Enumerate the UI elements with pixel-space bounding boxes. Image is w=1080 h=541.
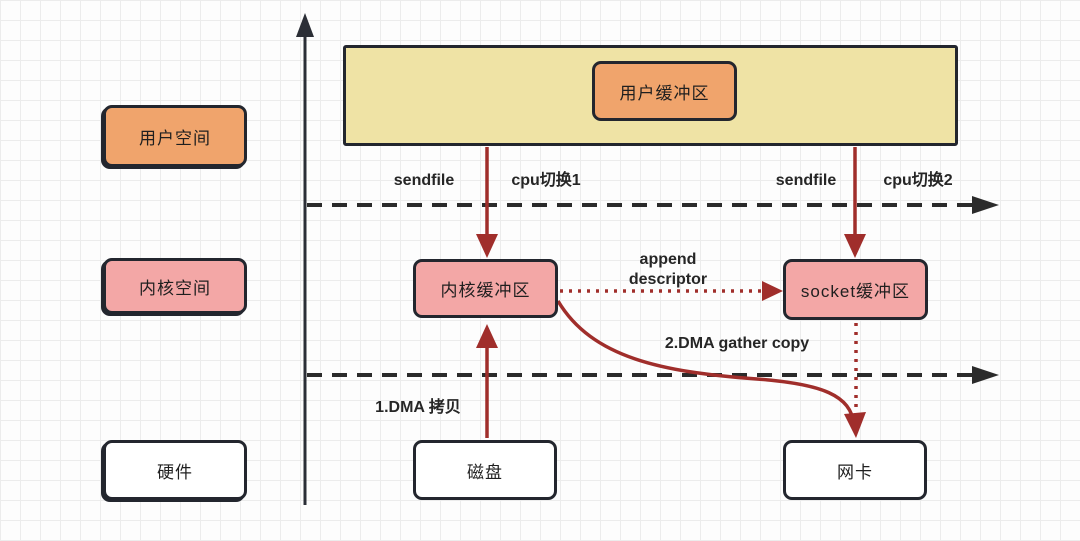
cpu-switch-1-label: cpu切换1	[511, 172, 581, 189]
dma-gather-copy-label: 2.DMA gather copy	[664, 335, 810, 352]
socket-buffer-label: socket缓冲区	[800, 282, 911, 301]
sendfile-1-label: sendfile	[393, 172, 455, 189]
sendfile-arrow-2-head-icon	[844, 234, 866, 258]
append-descriptor-arrow-head-icon	[762, 281, 783, 301]
dma-gather-arrow-head-icon	[844, 412, 866, 438]
dma-copy-label: 1.DMA 拷贝	[375, 399, 461, 416]
kernel-space-label: 内核空间	[139, 278, 211, 298]
disk-node: 磁盘	[413, 440, 557, 500]
append-descriptor-label: append descriptor	[628, 251, 708, 288]
user-space-label: 用户空间	[139, 128, 211, 148]
row-label-user-space: 用户空间	[103, 105, 247, 167]
row-label-hardware: 硬件	[103, 440, 247, 500]
user-buffer-label: 用户缓冲区	[619, 83, 710, 103]
user-buffer-node: 用户缓冲区	[592, 61, 737, 121]
nic-label: 网卡	[837, 462, 873, 482]
dma-copy-arrow-head-icon	[476, 324, 498, 348]
socket-buffer-node: socket缓冲区	[783, 259, 928, 320]
cpu-switch-2-label: cpu切换2	[883, 172, 953, 189]
kernel-buffer-node: 内核缓冲区	[413, 259, 558, 318]
kernel-hardware-boundary-arrowhead-icon	[972, 366, 999, 384]
kernel-buffer-label: 内核缓冲区	[440, 281, 531, 300]
sendfile-2-label: sendfile	[775, 172, 837, 189]
axis-arrowhead-icon	[296, 13, 314, 37]
row-label-kernel-space: 内核空间	[103, 258, 247, 314]
sendfile-arrow-1-head-icon	[476, 234, 498, 258]
disk-label: 磁盘	[467, 462, 503, 482]
user-kernel-boundary-arrowhead-icon	[972, 196, 999, 214]
hardware-label: 硬件	[157, 462, 193, 482]
nic-node: 网卡	[783, 440, 927, 500]
